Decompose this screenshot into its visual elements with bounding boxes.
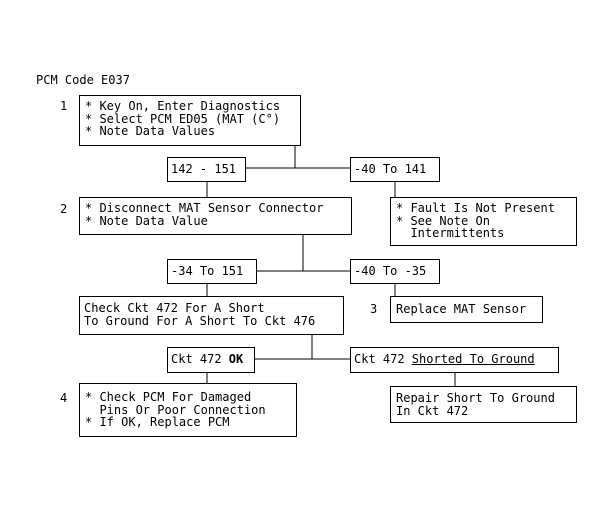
step-number-3: 3 bbox=[370, 302, 378, 316]
condition-ckt-472-shorted: Ckt 472 Shorted To Ground bbox=[350, 347, 559, 373]
step2-line-1: * Disconnect MAT Sensor Connector bbox=[85, 201, 324, 215]
check-ckt-472-box: Check Ckt 472 For A Short To Ground For … bbox=[79, 296, 344, 335]
ok-prefix: Ckt 472 bbox=[171, 352, 229, 366]
step-number-2: 2 bbox=[60, 202, 68, 216]
fault-line-1: * Fault Is Not Present bbox=[396, 201, 555, 215]
step1-line-1: * Key On, Enter Diagnostics bbox=[85, 99, 281, 113]
check-line-2: To Ground For A Short To Ckt 476 bbox=[84, 313, 316, 328]
fault-not-present-box: * Fault Is Not Present * See Note On Int… bbox=[390, 197, 577, 246]
condition-minus40-minus35: -40 To -35 bbox=[350, 259, 440, 284]
step2-line-2: * Note Data Value bbox=[85, 213, 208, 228]
repair-short-box: Repair Short To Ground In Ckt 472 bbox=[390, 386, 577, 423]
shorted-underlined-label: Shorted To Ground bbox=[411, 352, 535, 366]
condition-minus40-141: -40 To 141 bbox=[350, 157, 440, 182]
step4-line-1: * Check PCM For Damaged bbox=[85, 390, 252, 404]
fault-line-2: * See Note On bbox=[396, 213, 490, 228]
repair-line-1: Repair Short To Ground bbox=[396, 391, 555, 405]
step1-box: * Key On, Enter Diagnostics * Select PCM… bbox=[79, 95, 301, 146]
step1-line-3: * Note Data Values bbox=[85, 124, 216, 138]
diagram-title: PCM Code E037 bbox=[36, 73, 130, 87]
fault-line-3: Intermittents bbox=[396, 226, 505, 240]
step-number-4: 4 bbox=[60, 391, 68, 405]
shorted-prefix: Ckt 472 bbox=[354, 352, 412, 366]
replace-mat-sensor-box: Replace MAT Sensor bbox=[390, 296, 543, 323]
step-number-1: 1 bbox=[60, 99, 68, 113]
step4-line-2: Pins Or Poor Connection bbox=[85, 402, 266, 417]
condition-142-151: 142 - 151 bbox=[167, 157, 246, 182]
step4-box: * Check PCM For Damaged Pins Or Poor Con… bbox=[79, 383, 297, 437]
check-line-1: Check Ckt 472 For A Short bbox=[84, 301, 265, 315]
repair-line-2: In Ckt 472 bbox=[396, 403, 469, 418]
step4-line-3: * If OK, Replace PCM bbox=[85, 415, 230, 429]
condition-ckt-472-ok: Ckt 472 OK bbox=[167, 347, 255, 373]
replace-line-1: Replace MAT Sensor bbox=[396, 302, 527, 316]
step2-box: * Disconnect MAT Sensor Connector * Note… bbox=[79, 197, 352, 235]
ok-bold-label: OK bbox=[228, 352, 244, 366]
step1-line-2: * Select PCM ED05 (MAT (C°) bbox=[85, 111, 281, 126]
condition-minus34-151: -34 To 151 bbox=[167, 259, 257, 284]
